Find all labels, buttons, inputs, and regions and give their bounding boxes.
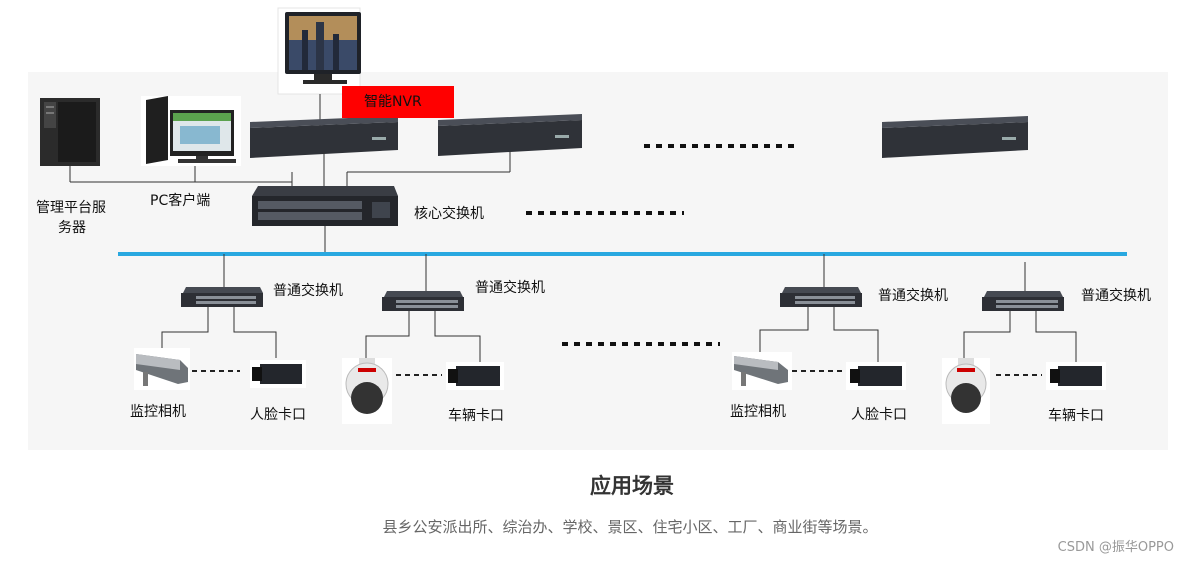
camera-label-1: 监控相机 <box>130 404 186 420</box>
switch-icon <box>181 287 263 307</box>
face-label-2: 人脸卡口 <box>851 407 907 423</box>
switch-icon <box>780 287 862 307</box>
vehicle-label-1: 车辆卡口 <box>448 408 504 424</box>
caption-subtitle: 县乡公安派出所、综治办、学校、景区、住宅小区、工厂、商业街等场景。 <box>382 518 878 536</box>
vehicle-label-2: 车辆卡口 <box>1048 408 1104 424</box>
nvr-device-icon <box>250 116 398 158</box>
box-camera-icon <box>1046 362 1106 390</box>
tower-server-icon <box>40 98 100 166</box>
dome-camera-icon <box>942 358 990 424</box>
bullet-camera-icon <box>732 352 792 390</box>
pc-client-label: PC客户端 <box>150 193 211 209</box>
caption-title: 应用场景 <box>590 474 674 498</box>
server-label-line2: 务器 <box>58 220 86 236</box>
dome-camera-icon <box>342 358 392 424</box>
monitor-icon <box>277 7 361 95</box>
switch-label-2: 普通交换机 <box>475 280 545 296</box>
switch-icon <box>982 291 1064 311</box>
pc-client-icon <box>141 96 241 166</box>
box-camera-icon <box>846 362 906 390</box>
switch-icon <box>382 291 464 311</box>
switch-label-3: 普通交换机 <box>878 288 948 304</box>
core-switch-icon <box>252 186 398 226</box>
nvr-label: 智能NVR <box>342 86 454 118</box>
nvr-device-icon <box>882 116 1028 158</box>
credit-watermark: CSDN @振华OPPO <box>1057 540 1174 555</box>
box-camera-icon <box>446 362 504 390</box>
bullet-camera-icon <box>134 348 190 390</box>
switch-label-1: 普通交换机 <box>273 283 343 299</box>
nvr-device-icon <box>438 114 582 156</box>
server-label-line1: 管理平台服 <box>36 200 106 216</box>
box-camera-icon <box>250 360 306 388</box>
core-switch-label: 核心交换机 <box>414 206 484 222</box>
face-label-1: 人脸卡口 <box>250 407 306 423</box>
camera-label-2: 监控相机 <box>730 404 786 420</box>
switch-label-4: 普通交换机 <box>1081 288 1151 304</box>
